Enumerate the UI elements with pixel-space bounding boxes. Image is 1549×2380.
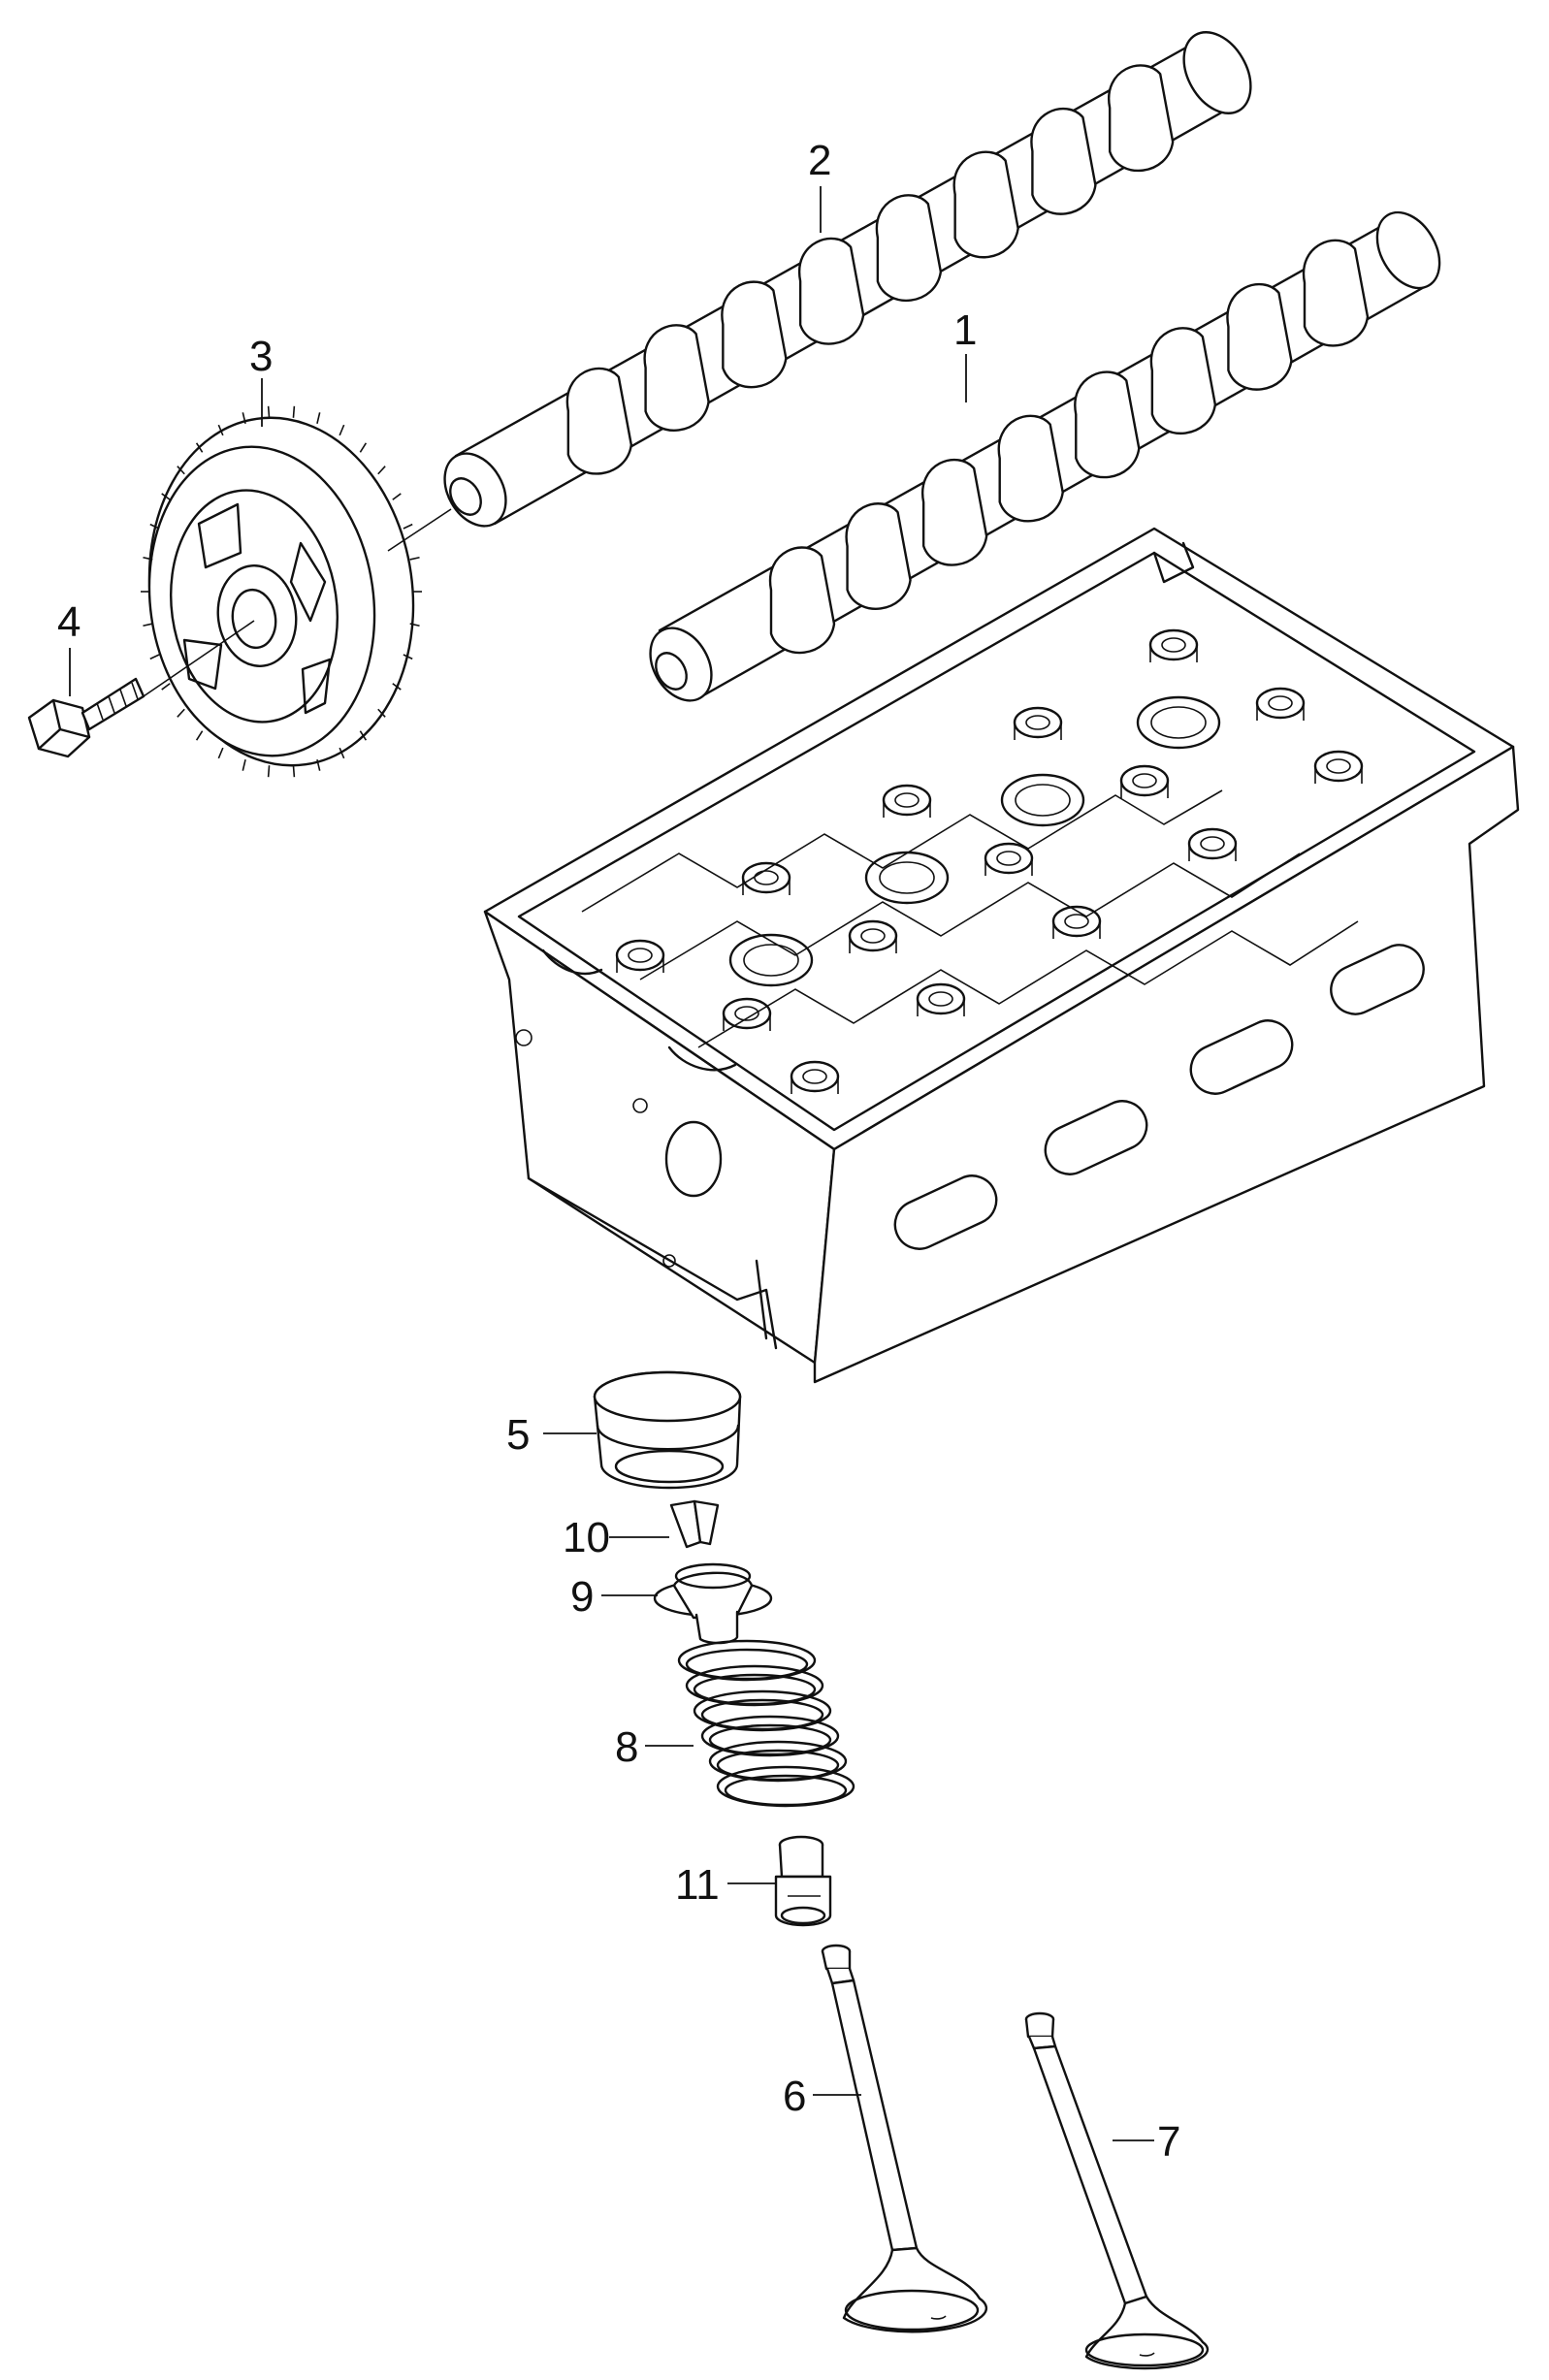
camshaft-sprocket-3 xyxy=(141,405,422,778)
camshaft-1-lobe xyxy=(768,546,836,655)
sprocket-tooth xyxy=(339,747,345,759)
callout-7: 7 xyxy=(1157,2118,1180,2166)
sprocket-tooth xyxy=(195,730,204,741)
valve-spring-8 xyxy=(677,1639,855,1808)
spark-plug-bore xyxy=(1000,773,1085,827)
camshaft-1-lobe xyxy=(1226,282,1293,391)
callout-5: 5 xyxy=(506,1411,530,1459)
camshaft-2-lobe xyxy=(797,237,865,345)
sprocket-tooth xyxy=(177,466,185,475)
callout-8: 8 xyxy=(615,1723,638,1771)
camshaft-2-lobe xyxy=(1030,107,1097,215)
camshaft-2-lobe xyxy=(952,150,1019,259)
sprocket-tooth xyxy=(339,424,345,436)
callout-11: 11 xyxy=(675,1861,720,1909)
sprocket-tooth xyxy=(149,523,160,530)
sprocket-tooth xyxy=(377,466,386,475)
camshaft-1-lobe xyxy=(1302,239,1370,347)
cylinder-head xyxy=(483,527,1520,1384)
callout-2: 2 xyxy=(808,137,831,184)
sprocket-tooth xyxy=(316,758,321,771)
camshaft-2-lobe xyxy=(1108,64,1175,173)
valve-collets-10 xyxy=(669,1499,720,1549)
callout-10: 10 xyxy=(563,1514,610,1561)
sprocket-tooth xyxy=(409,623,420,627)
sprocket-tooth xyxy=(392,493,402,500)
sprocket-tooth xyxy=(177,708,185,718)
sprocket-tooth xyxy=(359,730,368,741)
valve-stem-seal-11 xyxy=(774,1835,832,1927)
spark-plug-bore xyxy=(1136,695,1221,750)
sprocket-tooth xyxy=(377,708,386,718)
sprocket-tooth xyxy=(267,405,271,418)
sprocket-tooth xyxy=(292,405,296,418)
leader-lines xyxy=(69,186,1154,2141)
callout-4: 4 xyxy=(57,598,81,646)
sprocket-tooth xyxy=(195,442,204,453)
tappet-5 xyxy=(593,1370,742,1490)
camshaft-2-lobe xyxy=(721,280,788,389)
bolt-axis-line xyxy=(140,620,255,699)
camshaft-2-lobe xyxy=(875,194,943,303)
sprocket-axis-line xyxy=(387,508,452,552)
camshaft-1-lobe xyxy=(1149,327,1217,435)
sprocket-tooth xyxy=(403,654,413,660)
camshaft-2-lobe xyxy=(565,367,633,475)
spark-plug-bore xyxy=(864,851,950,905)
sprocket-tooth xyxy=(267,765,271,778)
sprocket-tooth xyxy=(292,765,296,778)
camshaft-1-lobe xyxy=(997,414,1064,523)
sprocket-tooth xyxy=(149,654,160,660)
sprocket-tooth xyxy=(143,556,153,561)
sprocket-tooth xyxy=(403,523,413,530)
sprocket-tooth xyxy=(392,683,402,691)
callout-3: 3 xyxy=(249,333,273,380)
camshaft-1-lobe xyxy=(920,458,988,566)
sprocket-tooth xyxy=(217,424,224,436)
callout-9: 9 xyxy=(570,1573,594,1621)
spark-plug-bore xyxy=(728,933,814,987)
sprocket-tooth xyxy=(316,412,321,425)
camshaft-1 xyxy=(649,210,1441,702)
sprocket-bolt-4 xyxy=(27,677,145,758)
camshaft-2 xyxy=(443,31,1252,528)
sprocket-tooth xyxy=(161,493,171,500)
sprocket-tooth xyxy=(359,442,368,453)
callout-1: 1 xyxy=(953,306,977,354)
sprocket-tooth xyxy=(242,412,246,425)
sprocket-tooth xyxy=(161,683,171,691)
exhaust-valve-7 xyxy=(1024,2011,1210,2370)
intake-valve-6 xyxy=(821,1944,988,2333)
sprocket-tooth xyxy=(409,556,420,561)
camshaft-1-lobe xyxy=(845,502,912,610)
spring-retainer-9 xyxy=(653,1562,773,1645)
sprocket-tooth xyxy=(143,623,153,627)
camshaft-2-lobe xyxy=(643,324,710,432)
camshaft-1-lobe xyxy=(1074,370,1141,479)
sprocket-tooth xyxy=(242,758,246,771)
callout-6: 6 xyxy=(783,2073,806,2120)
sprocket-tooth xyxy=(217,747,224,759)
